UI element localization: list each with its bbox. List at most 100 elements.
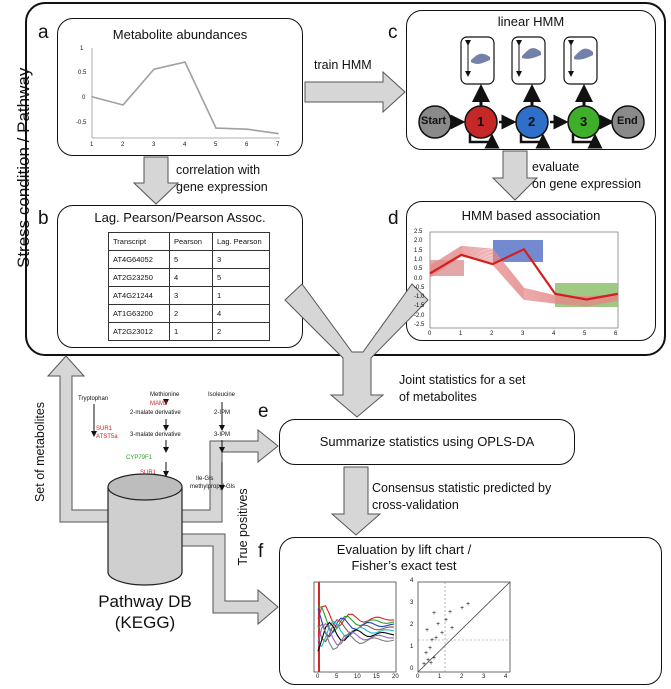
d-ytick: -0.5 <box>414 284 425 291</box>
lift-series-line <box>317 622 395 646</box>
arrow-correlation <box>132 156 180 205</box>
scatter-point: + <box>434 635 438 642</box>
pathway-node: Ile-Gls <box>196 476 214 482</box>
table-row: AT1G63200 2 4 <box>108 304 270 323</box>
table-header: Pearson <box>169 232 213 251</box>
emission-axes <box>465 40 574 77</box>
scatter-point: + <box>436 621 440 628</box>
a-ytick-0: 1 <box>80 46 84 52</box>
scatter-xtick: 4 <box>504 674 508 680</box>
scatter-xtick: 1 <box>438 674 442 680</box>
table-row: AT4G21244 3 1 <box>108 286 270 305</box>
scatter-point: + <box>450 625 454 632</box>
scatter-ytick: 1 <box>410 644 414 650</box>
pathway-node: methylpropyl-Gls <box>190 484 236 490</box>
panel-f-title-2: Fisher’s exact test <box>351 558 457 573</box>
panel-a-box <box>57 18 303 156</box>
state-2-label: 2 <box>528 114 536 129</box>
panel-letter-e: e <box>258 401 269 422</box>
state-2 <box>515 105 549 139</box>
scatter-point: + <box>440 630 444 637</box>
lift-xtick: 10 <box>354 674 361 680</box>
scatter-ytick: 0 <box>410 666 414 672</box>
panel-f-title-1: Evaluation by lift chart / <box>336 542 472 557</box>
state-3 <box>567 105 601 139</box>
panel-letter-b: b <box>38 208 49 229</box>
scatter-xtick: 0 <box>416 674 420 680</box>
scatter-point: + <box>422 661 426 668</box>
label-correlation-2: gene expression <box>176 180 268 194</box>
d-ytick: 1.0 <box>414 256 423 263</box>
hmm-transitions <box>450 114 615 149</box>
pathway-node: Isoleucine <box>208 392 236 398</box>
table-cell: AT4G64052 <box>108 250 170 269</box>
pathway-db-label-2: (KEGG) <box>114 613 176 632</box>
table-cell: 3 <box>212 250 270 269</box>
lift-xtick: 20 <box>392 674 399 680</box>
scatter-point: + <box>432 610 436 617</box>
arrow-set-of-metabolites <box>46 355 109 523</box>
d-xtick: 1 <box>459 331 463 337</box>
state-3-label: 3 <box>580 114 588 129</box>
abundance-line <box>91 61 279 135</box>
table-cell: 3 <box>169 286 213 305</box>
a-ytick-3: -0.5 <box>76 120 87 126</box>
emission-box-3 <box>563 36 598 85</box>
pathway-node: CYP79F1 <box>126 455 153 461</box>
d-xtick: 5 <box>583 331 587 337</box>
scatter-xtick: 3 <box>482 674 486 680</box>
d-ytick: 2.0 <box>414 238 423 245</box>
pathway-node: MAM3 <box>150 401 168 407</box>
d-ytick: 2.5 <box>414 229 423 235</box>
state-end <box>611 105 645 139</box>
panel-e-title: Summarize statistics using OPLS-DA <box>319 434 535 449</box>
highlight-path <box>429 247 618 301</box>
scatter-point: + <box>424 650 428 657</box>
panel-letter-d: d <box>388 208 399 229</box>
hmm-states <box>418 105 645 139</box>
pathway-node: ATST5a <box>96 434 118 440</box>
a-xtick: 3 <box>152 142 156 148</box>
label-evaluate-2: on gene expression <box>532 177 642 191</box>
panel-b-title: Lag. Pearson/Pearson Assoc. <box>94 210 266 225</box>
arrow-joint <box>284 283 429 418</box>
a-xtick: 4 <box>183 142 187 148</box>
panel-d-title: HMM based association <box>461 208 601 223</box>
lift-xtick: 15 <box>373 674 380 680</box>
scatter-ytick: 2 <box>410 622 414 628</box>
d-ytick: -2.0 <box>414 312 425 319</box>
pathway-node: Tryptophan <box>78 396 109 402</box>
table-cell: AT1G63200 <box>108 304 170 323</box>
abundance-point <box>215 127 217 129</box>
panel-d-chart <box>429 231 619 329</box>
lift-series-line <box>317 623 395 651</box>
arrow-consensus <box>330 466 382 536</box>
panel-letter-a: a <box>38 22 49 43</box>
lift-xtick: 5 <box>335 674 339 680</box>
a-xtick: 6 <box>245 142 249 148</box>
label-train-hmm: train HMM <box>314 58 372 72</box>
table-cell: 4 <box>212 304 270 323</box>
d-ytick: 1.5 <box>414 247 423 254</box>
label-joint-2: of metabolites <box>399 390 477 404</box>
scatter-point: + <box>448 609 452 616</box>
table-header: Lag. Pearson <box>212 232 270 251</box>
table-cell: 2 <box>212 322 270 341</box>
panel-a-title: Metabolite abundances <box>112 27 248 42</box>
d-ytick: -2.5 <box>414 322 425 328</box>
label-correlation-1: correlation with <box>176 163 261 177</box>
table-cell: 5 <box>169 250 213 269</box>
scatter-xtick: 2 <box>460 674 464 680</box>
d-ytick: 0.5 <box>414 266 423 273</box>
pathway-node: SUR1 <box>140 470 157 476</box>
abundance-point <box>153 68 155 71</box>
trajectory-line <box>429 250 618 302</box>
panel-c-title: linear HMM <box>497 14 565 29</box>
scatter-point: + <box>466 601 470 608</box>
table-cell: 2 <box>169 304 213 323</box>
abundance-point <box>184 61 186 63</box>
pathway-sketch-arrows <box>91 399 225 491</box>
scatter-point: + <box>460 605 464 612</box>
pathway-db-label-1: Pathway DB <box>98 592 192 611</box>
pathway-node: 3-malate derivative <box>130 432 181 438</box>
